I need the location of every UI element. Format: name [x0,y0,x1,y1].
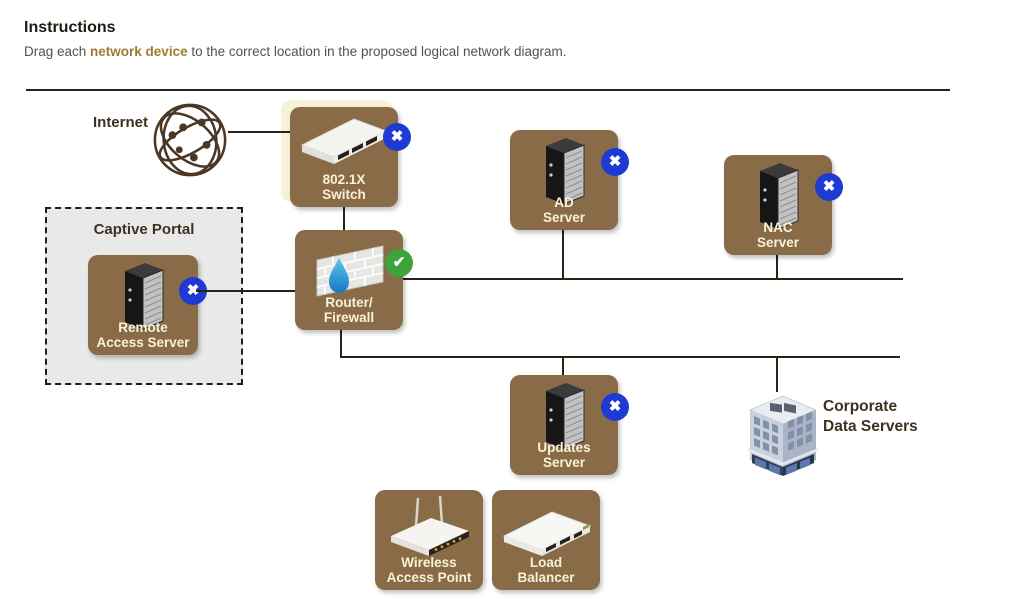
incorrect-badge: ✖ [815,173,843,201]
link-updates-bus [562,356,564,376]
switch-icon [300,118,388,164]
link-internet-switch [228,131,290,133]
server-icon [760,163,799,230]
link-ras-router [196,290,296,292]
link-switch-router [343,204,345,231]
internet-label: Internet [92,114,148,131]
instructions-title: Instructions [24,19,116,36]
internet-globe-icon [153,103,227,177]
instructions-text: Drag each network device to the correct … [24,44,567,59]
link-corporate-bus [776,356,778,392]
bus-upper [400,278,903,280]
link-router-lowerbus [340,329,342,358]
captive-portal-label: Captive Portal [93,221,195,238]
server-icon [546,138,585,205]
incorrect-badge: ✖ [601,148,629,176]
corporate-building-icon [748,395,818,476]
server-icon [546,383,585,450]
header-divider [26,89,950,91]
access-point-icon [391,495,469,556]
device-router-firewall[interactable]: Router/Firewall ✔ [295,230,413,330]
link-ad-bus [562,230,564,279]
server-icon [125,263,164,330]
incorrect-badge: ✖ [601,393,629,421]
link-nac-bus [776,255,778,279]
bus-lower [340,356,900,358]
incorrect-badge: ✖ [383,123,411,151]
correct-badge: ✔ [385,249,413,277]
load-balancer-icon [502,511,592,556]
instructions-highlight: network device [90,44,188,59]
firewall-icon [316,245,384,297]
device-label: Router/Firewall [323,295,375,325]
